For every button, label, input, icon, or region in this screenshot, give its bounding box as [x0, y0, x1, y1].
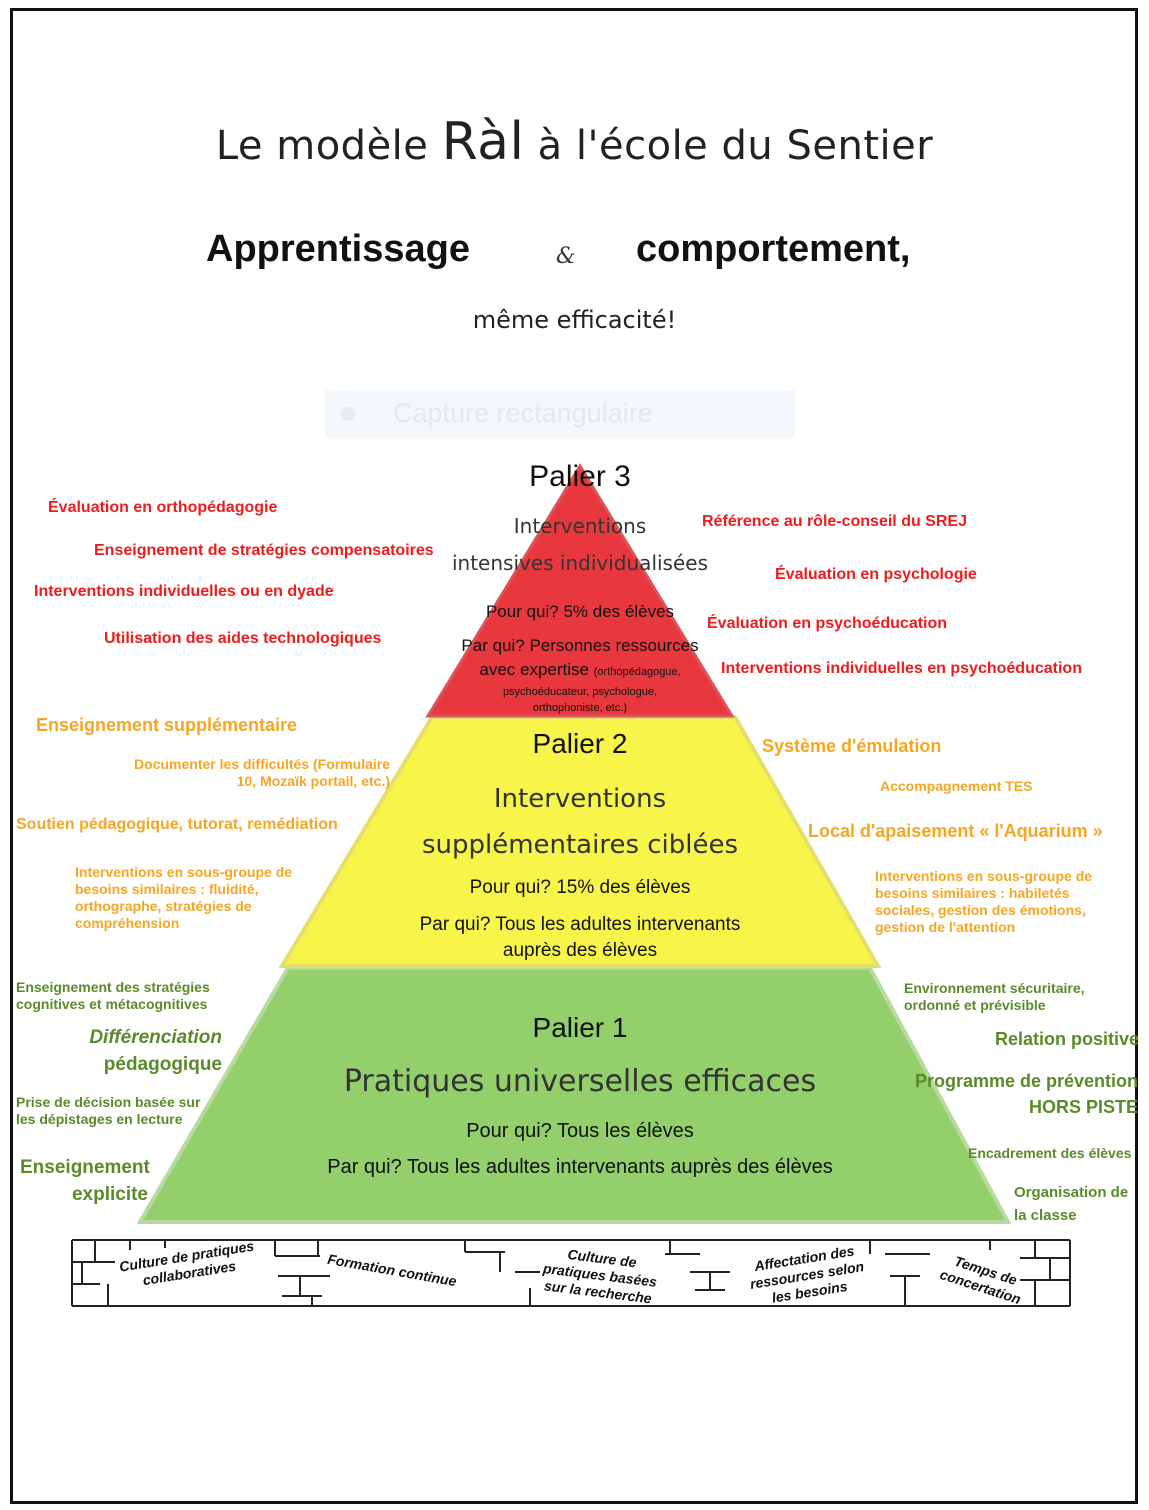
tier2-line2: supplémentaires ciblées — [421, 830, 739, 860]
left-green-c: Prise de décision basée sur les dépistag… — [16, 1094, 200, 1128]
right-green-a: Environnement sécuritaire, ordonné et pr… — [904, 980, 1085, 1014]
left-green-b: Différenciation pédagogique — [60, 1026, 222, 1076]
tier3-by2: avec expertise — [479, 660, 590, 679]
left-orange-c: Soutien pédagogique, tutorat, remédiatio… — [16, 816, 338, 833]
page-title: Le modèle Ràl à l'école du Sentier — [0, 112, 1149, 172]
left-green-a1: Enseignement des stratégies — [16, 979, 210, 995]
tier3-line2: intensives individualisées — [451, 551, 708, 575]
capture-label: Capture rectangulaire — [393, 398, 653, 428]
tier3-by-line2: avec expertise (orthopédagogue, — [430, 660, 730, 680]
left-green-d1: Enseignement — [20, 1157, 150, 1178]
right-green-e1: Organisation de — [1014, 1184, 1129, 1201]
left-green-d: Enseignement explicite — [20, 1156, 150, 1206]
right-orange-c: Local d'apaisement « l'Aquarium » — [808, 821, 1103, 841]
right-green-b: Relation positive — [995, 1029, 1140, 1049]
right-orange-d: Interventions en sous-groupe de besoins … — [875, 868, 1092, 936]
left-red-3: Interventions individuelles ou en dyade — [34, 583, 334, 600]
tier3-shape — [425, 463, 735, 718]
right-orange-a: Système d'émulation — [762, 736, 942, 756]
left-green-a2: cognitives et métacognitives — [16, 996, 208, 1013]
right-orange-b: Accompagnement TES — [880, 778, 1033, 794]
left-red-1: Évaluation en orthopédagogie — [48, 499, 278, 516]
subtitle-left: Apprentissage — [206, 228, 470, 270]
tier2-by1: Par qui? Tous les adultes intervenants — [419, 914, 741, 935]
left-orange-a: Enseignement supplémentaire — [36, 715, 298, 735]
tier2-line1: Interventions — [493, 784, 667, 814]
capture-overlay: Capture rectangulaire — [325, 390, 795, 438]
left-green-c1: Prise de décision basée sur — [16, 1094, 201, 1110]
left-red-4: Utilisation des aides technologiques — [104, 630, 382, 647]
right-green-c1: Programme de prévention — [914, 1071, 1138, 1091]
right-green-e: Organisation de la classe — [1014, 1182, 1128, 1227]
left-green-a: Enseignement des stratégies cognitives e… — [16, 979, 210, 1013]
left-orange-d3: orthographe, stratégies de — [75, 898, 252, 915]
tier2-title: Palier 2 — [532, 728, 628, 759]
tier3-by-detail2: psychoéducateur, psychologue, — [502, 686, 658, 698]
tagline: même efficacité! — [472, 306, 677, 334]
left-red-2: Enseignement de stratégies compensatoire… — [94, 542, 434, 559]
left-orange-d1: Interventions en sous-groupe de — [75, 864, 293, 880]
foundation-bricks — [71, 1239, 1071, 1307]
left-green-d2: explicite — [71, 1184, 148, 1206]
subtitle-right: comportement, — [636, 228, 911, 270]
right-orange-d3: sociales, gestion des émotions, — [875, 902, 1086, 919]
tier2-who: Pour qui? 15% des élèves — [469, 877, 691, 898]
right-red-4: Interventions individuelles en psychoédu… — [721, 660, 1082, 677]
tier3-title: Palier 3 — [529, 460, 631, 493]
left-green-b1: Différenciation — [89, 1027, 222, 1048]
right-green-a2: ordonné et prévisible — [904, 997, 1046, 1014]
left-green-c2: les dépistages en lecture — [16, 1111, 183, 1128]
left-orange-d4: compréhension — [75, 915, 180, 932]
tier3-by: Par qui? Personnes ressources — [461, 636, 699, 655]
right-green-e2: la classe — [1014, 1206, 1077, 1224]
right-green-c: Programme de prévention HORS PISTE — [908, 1071, 1138, 1119]
tier1-who: Pour qui? Tous les élèves — [466, 1120, 694, 1142]
right-green-d: Encadrement des élèves — [968, 1145, 1132, 1161]
tier1-title: Palier 1 — [532, 1012, 628, 1043]
left-orange-d: Interventions en sous-groupe de besoins … — [75, 864, 292, 932]
tier1-by: Par qui? Tous les adultes intervenants a… — [327, 1156, 833, 1178]
right-red-3: Évaluation en psychoéducation — [707, 615, 948, 632]
title-part2: à l'école du Sentier — [537, 123, 934, 169]
tier1-line1: Pratiques universelles efficaces — [343, 1064, 817, 1099]
right-green-a1: Environnement sécuritaire, — [904, 980, 1085, 996]
right-orange-d4: gestion de l'attention — [875, 919, 1016, 936]
page-frame — [10, 8, 1138, 1504]
left-orange-b1: Documenter les difficultés (Formulaire — [134, 756, 390, 772]
left-green-b2: pédagogique — [103, 1054, 222, 1076]
right-red-2: Évaluation en psychologie — [775, 566, 977, 583]
right-orange-d1: Interventions en sous-groupe de — [875, 868, 1093, 884]
tier3-by-detail3: orthophoniste, etc.) — [532, 702, 628, 714]
title-ral: Ràl — [441, 112, 525, 172]
tier3-who: Pour qui? 5% des élèves — [485, 602, 675, 621]
left-orange-b: Documenter les difficultés (Formulaire 1… — [100, 756, 390, 790]
right-red-1: Référence au rôle-conseil du SREJ — [702, 513, 967, 530]
subtitle-ampersand: & — [556, 244, 576, 269]
right-orange-d2: besoins similaires : habiletés — [875, 885, 1070, 902]
tier3-line1: Interventions — [513, 514, 647, 538]
left-orange-d2: besoins similaires : fluidité, — [75, 881, 259, 898]
capture-dot-icon — [341, 407, 355, 421]
tier3-by-detail1: (orthopédagogue, — [593, 666, 681, 678]
tier2-by2: auprès des élèves — [502, 940, 658, 961]
right-green-c2: HORS PISTE — [1028, 1096, 1138, 1117]
title-part1: Le modèle — [215, 123, 429, 169]
left-orange-b2: 10, Mozaïk portail, etc.) — [236, 773, 390, 790]
